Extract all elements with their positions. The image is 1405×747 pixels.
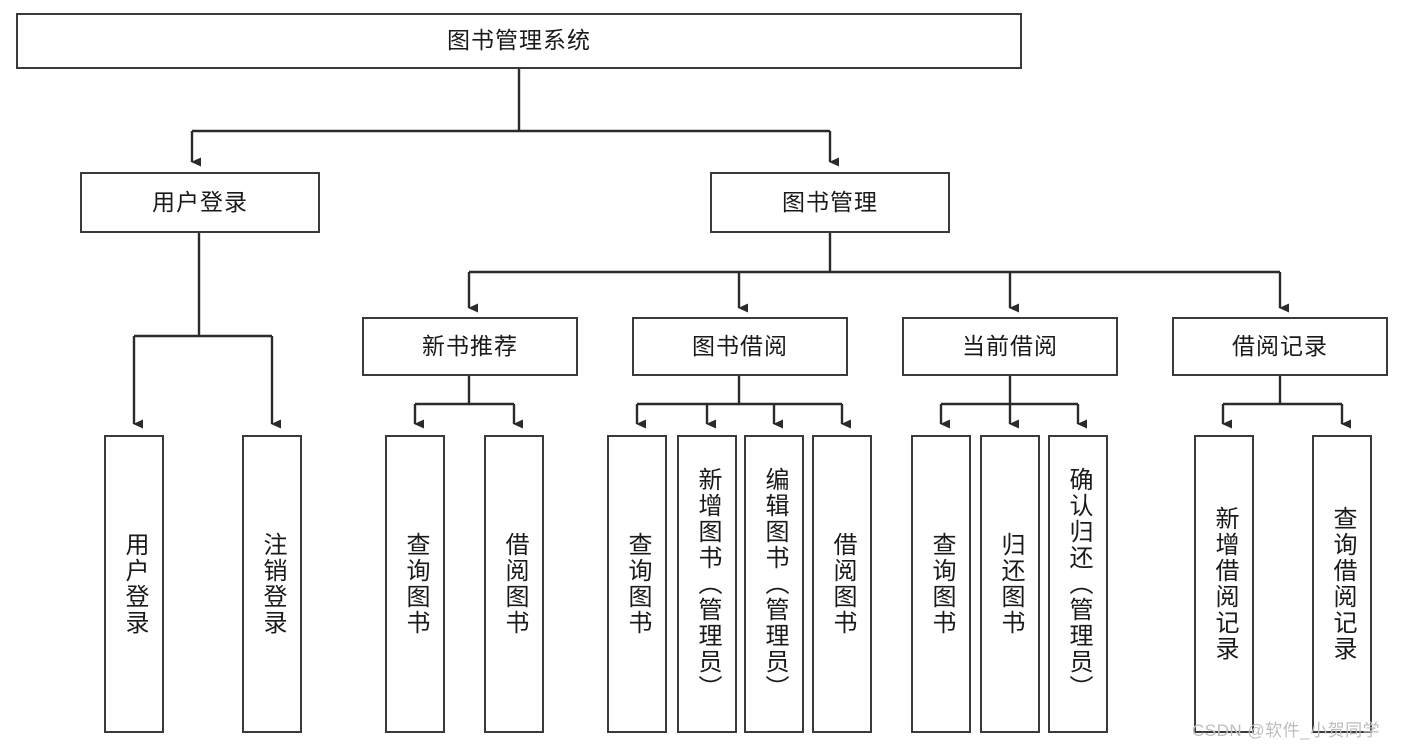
node-leaf-logout[interactable]: 注销登录 (242, 435, 302, 733)
node-label: 用户登录 (121, 532, 148, 636)
watermark-text: CSDN @软件_小贺同学 (1192, 721, 1381, 740)
node-label: 用户登录 (152, 188, 248, 215)
node-label: 编辑图书（管理员） (761, 467, 788, 701)
node-label: 查询图书 (624, 532, 651, 636)
node-label: 图书管理系统 (447, 27, 591, 54)
node-label: 图书借阅 (692, 332, 788, 359)
node-label: 查询图书 (402, 532, 429, 636)
node-root-book-management-system[interactable]: 图书管理系统 (16, 13, 1022, 69)
node-user-login[interactable]: 用户登录 (80, 172, 320, 233)
node-leaf-query-book-current[interactable]: 查询图书 (911, 435, 971, 733)
node-label: 新增借阅记录 (1211, 506, 1238, 662)
node-new-book-recommend[interactable]: 新书推荐 (362, 317, 578, 376)
node-label: 查询图书 (928, 532, 955, 636)
node-label: 注销登录 (259, 532, 286, 636)
node-leaf-query-book-recommend[interactable]: 查询图书 (385, 435, 445, 733)
node-label: 确认归还（管理员） (1065, 467, 1092, 701)
node-label: 借阅图书 (501, 532, 528, 636)
node-borrow-record[interactable]: 借阅记录 (1172, 317, 1388, 376)
node-label: 归还图书 (997, 532, 1024, 636)
node-current-borrow[interactable]: 当前借阅 (902, 317, 1118, 376)
node-leaf-query-borrow-record[interactable]: 查询借阅记录 (1312, 435, 1372, 733)
node-label: 借阅记录 (1232, 332, 1328, 359)
node-book-borrow[interactable]: 图书借阅 (632, 317, 848, 376)
node-label: 新增图书（管理员） (694, 467, 721, 701)
node-leaf-add-book-admin[interactable]: 新增图书（管理员） (677, 435, 737, 733)
node-leaf-borrow-book-recommend[interactable]: 借阅图书 (484, 435, 544, 733)
node-book-management[interactable]: 图书管理 (710, 172, 950, 233)
node-label: 图书管理 (782, 188, 878, 215)
node-leaf-return-book[interactable]: 归还图书 (980, 435, 1040, 733)
node-leaf-query-book-borrow[interactable]: 查询图书 (607, 435, 667, 733)
node-label: 新书推荐 (422, 332, 518, 359)
node-label: 借阅图书 (829, 532, 856, 636)
node-leaf-confirm-return-admin[interactable]: 确认归还（管理员） (1048, 435, 1108, 733)
node-leaf-add-borrow-record[interactable]: 新增借阅记录 (1194, 435, 1254, 733)
node-label: 当前借阅 (962, 332, 1058, 359)
node-leaf-edit-book-admin[interactable]: 编辑图书（管理员） (744, 435, 804, 733)
node-leaf-user-login[interactable]: 用户登录 (104, 435, 164, 733)
node-leaf-borrow-book[interactable]: 借阅图书 (812, 435, 872, 733)
node-label: 查询借阅记录 (1329, 506, 1356, 662)
